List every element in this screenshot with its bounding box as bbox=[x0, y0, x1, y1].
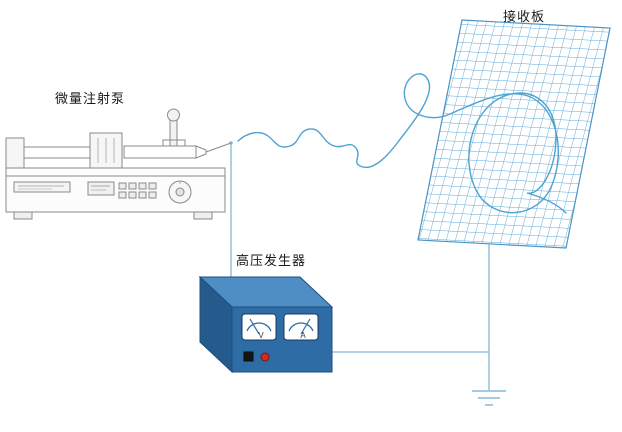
ammeter: A bbox=[283, 313, 319, 341]
voltmeter-label: V bbox=[258, 331, 264, 340]
syringe-clamp bbox=[162, 108, 186, 147]
collector-plate bbox=[417, 19, 611, 249]
syringe-pump bbox=[5, 108, 232, 220]
pump-end-bracket bbox=[5, 137, 25, 169]
wiring bbox=[229, 141, 506, 406]
pump-display bbox=[87, 181, 115, 196]
label-syringe-pump: 微量注射泵 bbox=[55, 91, 126, 106]
voltmeter: V bbox=[241, 313, 277, 341]
syringe bbox=[121, 140, 232, 164]
jet-path bbox=[237, 73, 567, 214]
ammeter-label: A bbox=[300, 331, 306, 340]
needle bbox=[205, 142, 232, 153]
hv-generator: V A bbox=[198, 275, 334, 374]
pump-brand-plate bbox=[13, 181, 71, 193]
ground-symbol bbox=[472, 390, 506, 406]
collector-plate-mesh bbox=[417, 19, 611, 249]
power-switch bbox=[243, 351, 254, 362]
label-hv-generator: 高压发生器 bbox=[236, 253, 307, 268]
label-collector-plate: 接收板 bbox=[503, 9, 546, 24]
indicator-lamp bbox=[260, 352, 270, 362]
pump-keypad bbox=[118, 182, 157, 199]
